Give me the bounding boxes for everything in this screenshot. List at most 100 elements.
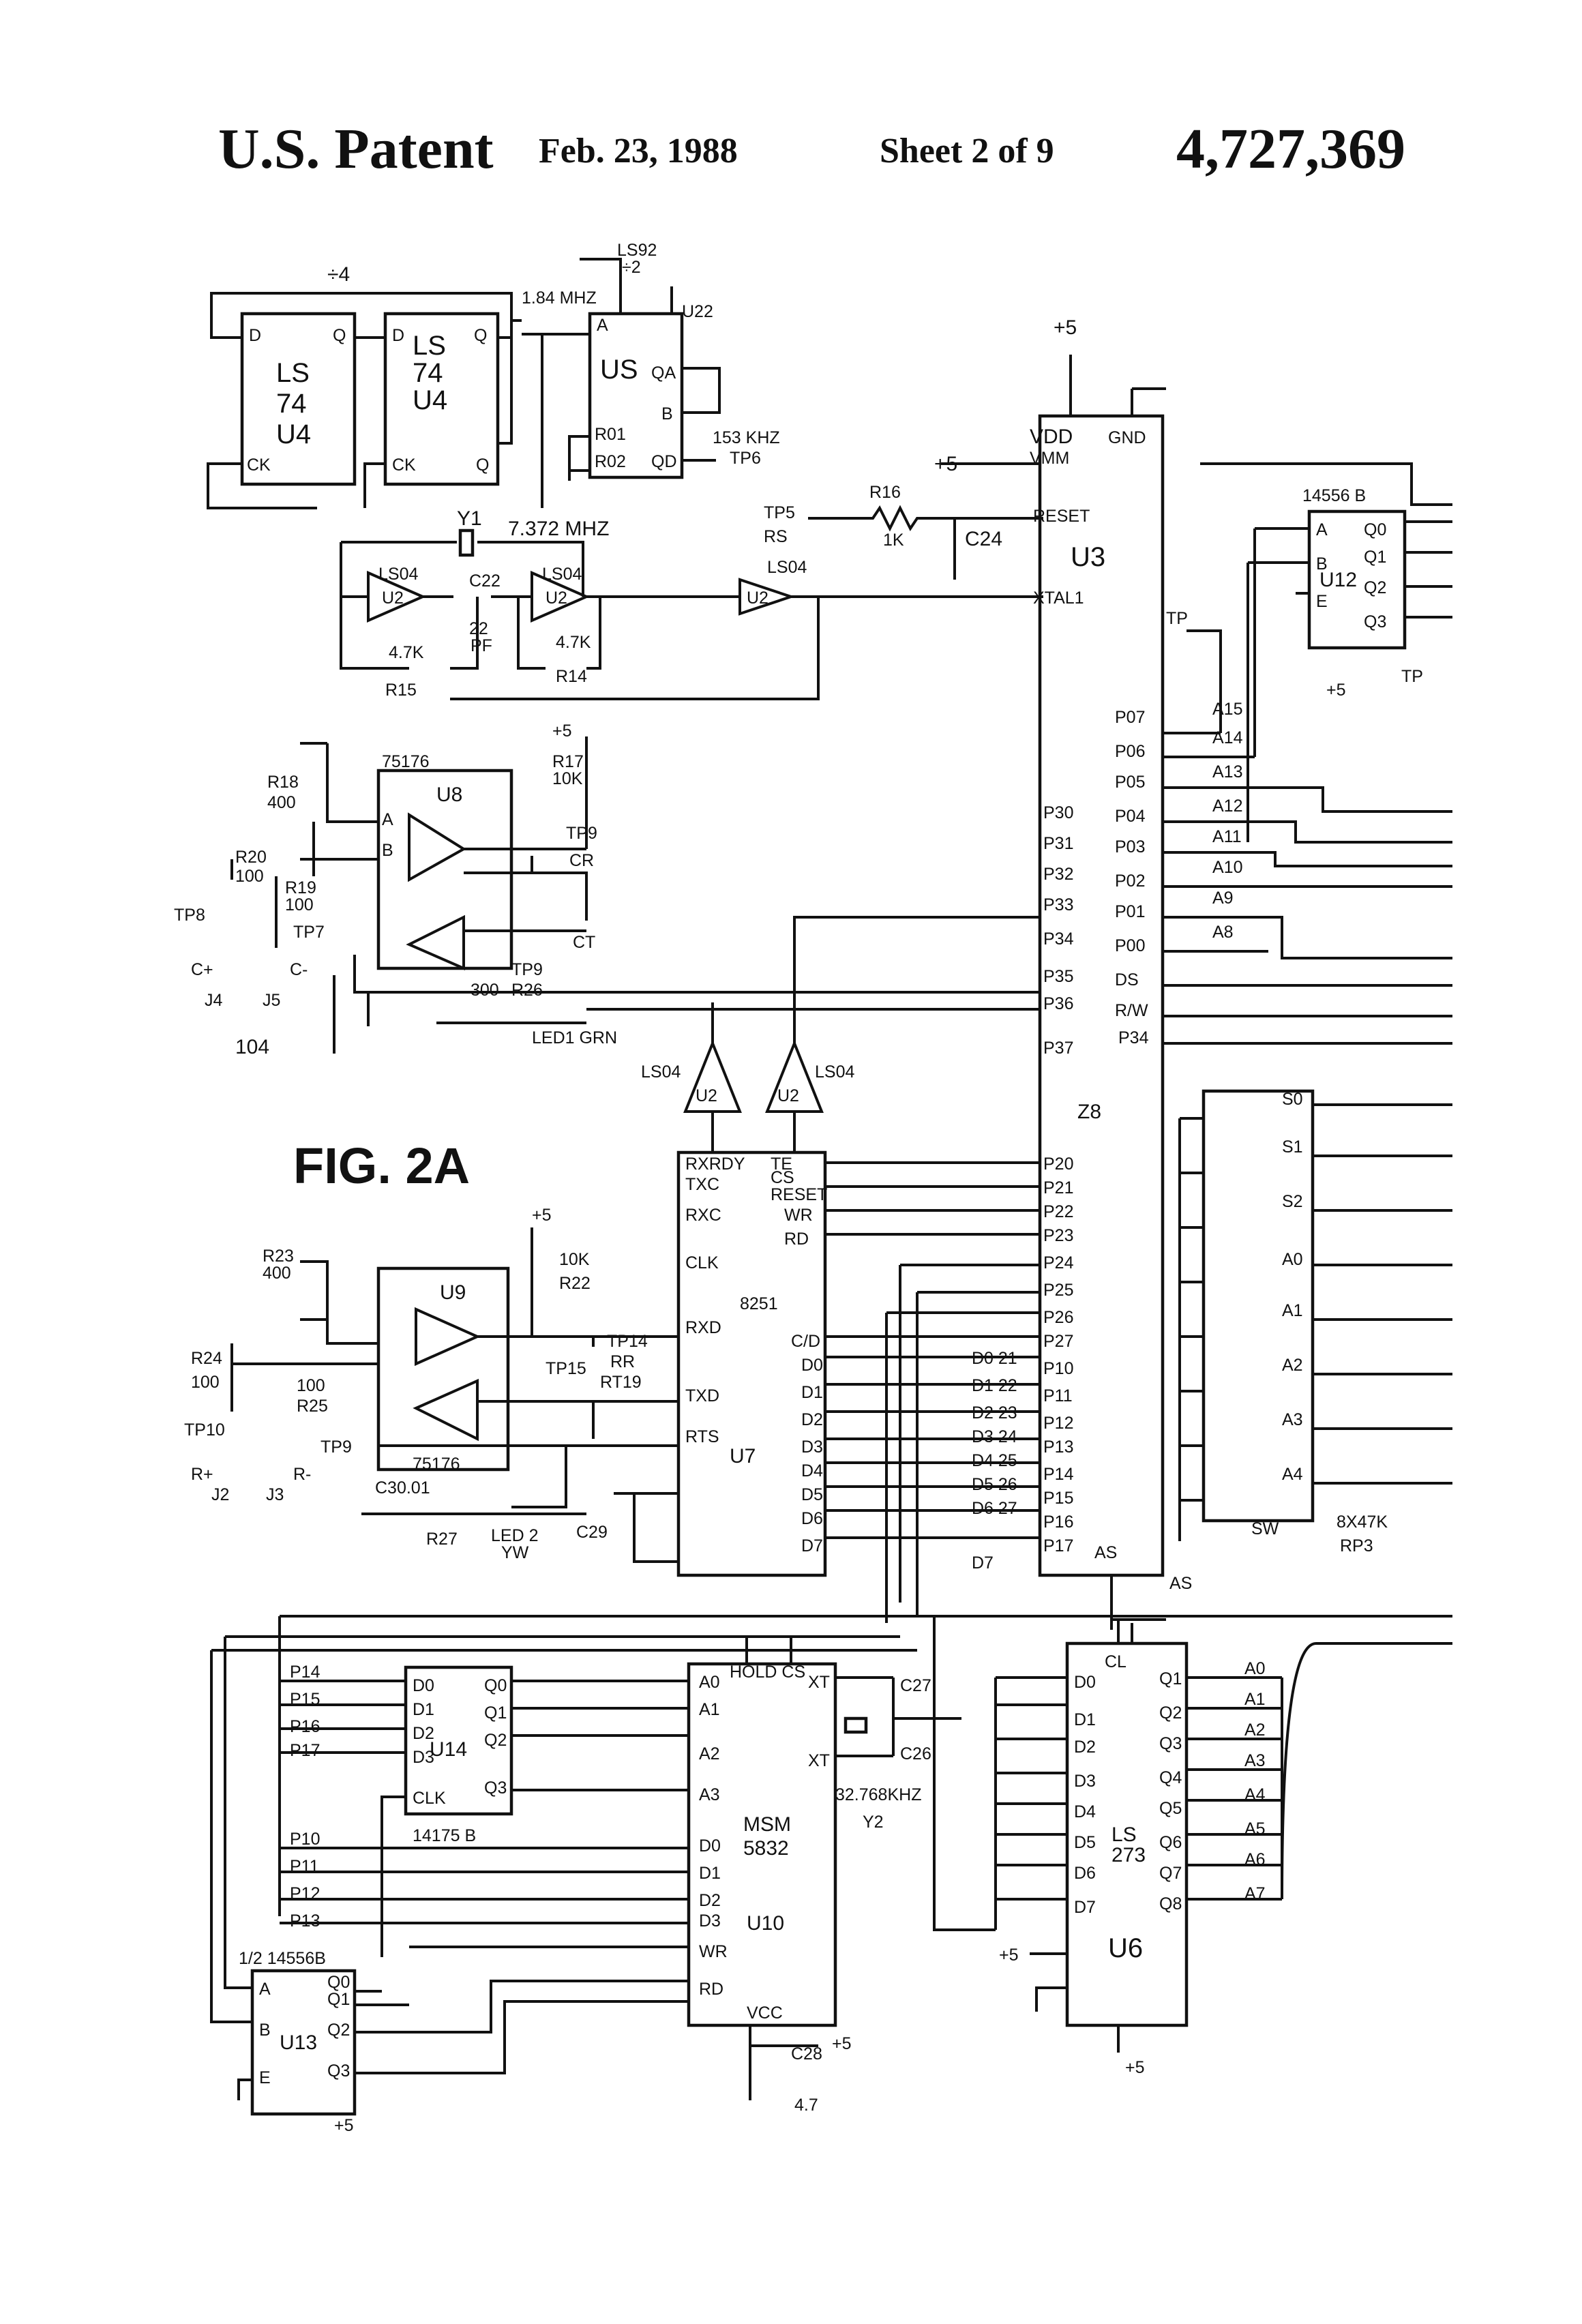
c24-label: C24 [965,528,1002,550]
svg-text:4.7: 4.7 [794,2096,818,2115]
svg-text:XTAL1: XTAL1 [1033,589,1084,608]
u7-data-pins: D0 D1 D2 D3 D4 D5 D6 D7 [801,1356,823,1555]
svg-text:P23: P23 [1043,1226,1073,1245]
j2-label: J2 [211,1485,229,1504]
u7-name: U7 [730,1445,756,1468]
svg-text:P06: P06 [1115,742,1145,761]
svg-text:A10: A10 [1212,858,1242,877]
svg-text:Q: Q [333,326,346,345]
svg-text:74: 74 [413,358,443,388]
svg-text:D5: D5 [1074,1833,1096,1852]
svg-text:Q1: Q1 [327,1990,350,2009]
switch-bank: SW S0 S1 S2 A0 A1 A2 A3 A4 [1202,1089,1315,1538]
tp6-freq: 153 KHZ [713,428,780,447]
u9-chip: U9 75176 [376,1266,510,1474]
svg-text:P10: P10 [290,1830,320,1849]
svg-text:R02: R02 [595,452,626,471]
u9-name: U9 [440,1281,466,1304]
svg-text:B: B [259,2021,271,2040]
svg-text:TP9: TP9 [320,1437,352,1457]
u10-inputs: P10 P11 P12 P13 [290,1830,320,1931]
svg-text:P36: P36 [1043,994,1073,1013]
svg-text:P35: P35 [1043,967,1073,986]
svg-text:D0: D0 [1074,1673,1096,1692]
patent-header: U.S. Patent Feb. 23, 1988 Sheet 2 of 9 4… [0,102,1582,198]
svg-text:A15: A15 [1212,700,1242,719]
svg-text:RXD: RXD [685,1318,721,1337]
switch-s1: S1 [1282,1137,1303,1157]
svg-text:Q8: Q8 [1159,1894,1182,1913]
u14-part: 14175 B [413,1826,476,1845]
svg-text:A: A [597,316,608,335]
svg-text:D3: D3 [413,1748,434,1767]
svg-text:D3 24: D3 24 [972,1427,1017,1446]
svg-text:+5: +5 [934,453,957,475]
svg-text:TP5: TP5 [764,503,795,522]
u7-part: 8251 [740,1294,778,1313]
svg-text:100: 100 [285,895,314,914]
svg-text:R14: R14 [556,667,587,686]
patent-label: U.S. Patent [218,117,494,181]
svg-text:R24: R24 [191,1349,222,1368]
y1-label: Y1 [457,507,482,530]
svg-text:Q: Q [474,326,487,345]
y1-freq: 7.372 MHZ [508,518,609,540]
svg-text:P11: P11 [1043,1386,1073,1405]
svg-text:D7: D7 [801,1536,823,1555]
svg-text:+5: +5 [1125,2058,1145,2077]
svg-text:Q3: Q3 [327,2061,350,2081]
svg-text:HOLD CS: HOLD CS [730,1663,805,1682]
u5-div: ÷2 [622,258,641,277]
svg-text:A12: A12 [1212,796,1242,816]
svg-text:D5 26: D5 26 [972,1475,1017,1494]
svg-text:A3: A3 [1244,1751,1266,1770]
svg-text:P17: P17 [290,1741,320,1760]
svg-text:D1: D1 [801,1383,823,1402]
svg-text:D0: D0 [801,1356,823,1375]
diagram-ref: 104 [235,1036,269,1058]
svg-text:TP9: TP9 [511,960,543,979]
svg-text:D3: D3 [801,1437,823,1457]
svg-text:TP8: TP8 [174,906,205,925]
figure-label: FIG. 2A [293,1137,470,1194]
svg-text:Q0: Q0 [1364,520,1386,539]
svg-text:A8: A8 [1212,923,1234,942]
svg-text:U2: U2 [382,589,404,608]
svg-text:RP3: RP3 [1340,1536,1373,1555]
svg-text:P20: P20 [1043,1154,1073,1174]
svg-text:D1: D1 [1074,1710,1096,1729]
svg-text:D2: D2 [413,1724,434,1743]
c27-label: C27 [900,1676,931,1695]
svg-text:Q1: Q1 [1364,548,1386,567]
svg-text:U2: U2 [696,1086,717,1105]
svg-text:VDD: VDD [1030,426,1073,448]
svg-text:R16: R16 [869,483,901,502]
svg-text:LS04: LS04 [378,565,418,584]
svg-text:LS04: LS04 [641,1062,681,1082]
u9-part: 75176 [413,1455,460,1474]
svg-text:TE: TE [771,1154,792,1174]
svg-text:Q2: Q2 [1159,1703,1182,1723]
svg-text:B: B [382,841,393,860]
svg-text:P04: P04 [1115,807,1146,826]
svg-text:Q: Q [476,456,489,475]
svg-text:4.7K: 4.7K [389,643,424,662]
svg-text:P02: P02 [1115,872,1145,891]
svg-text:10K: 10K [552,769,583,788]
c30-label: C30.01 [375,1478,430,1498]
svg-text:P00: P00 [1115,936,1145,955]
svg-text:U4: U4 [413,385,447,415]
svg-text:A: A [382,810,393,829]
svg-text:RESET: RESET [771,1185,827,1204]
svg-text:CK: CK [392,456,416,475]
svg-text:A0: A0 [699,1673,720,1692]
svg-text:D0: D0 [699,1836,721,1856]
svg-text:D6: D6 [801,1509,823,1528]
svg-text:R20: R20 [235,848,267,867]
u5-freq: 1.84 MHZ [522,288,597,308]
svg-text:P33: P33 [1043,895,1073,914]
u12-part: 14556 B [1302,486,1366,505]
switch-a0: A0 [1282,1250,1303,1269]
svg-text:AS: AS [1169,1574,1192,1593]
